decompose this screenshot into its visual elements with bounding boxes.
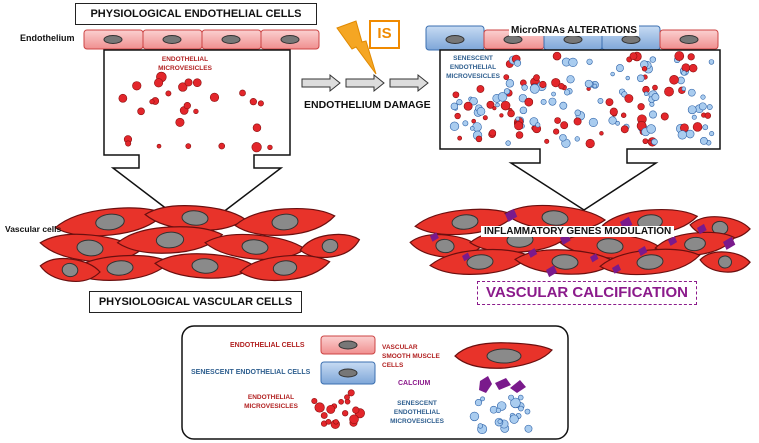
label-senescent-microvesicles: SENESCENT ENDOTHELIAL MICROVESICLES (446, 55, 500, 80)
label-microrna-alterations: MicroRNAs ALTERATIONS (509, 25, 639, 36)
damage-arrows (301, 73, 429, 93)
mixed-microvesicles-right (449, 51, 715, 149)
is-badge (369, 20, 400, 49)
legend-label-endothelial-cells: ENDOTHELIAL CELLS (230, 342, 305, 349)
physiological-vascular-cells (39, 205, 361, 282)
legend-label-calcium: CALCIUM (398, 380, 431, 387)
is-badge-text: IS (377, 25, 392, 42)
label-endothelium: Endothelium (20, 33, 75, 43)
calcified-vascular-cells (409, 204, 751, 276)
label-endothelium-damage: ENDOTHELIUM DAMAGE (304, 99, 431, 111)
lightning-bolt-icon (336, 20, 377, 75)
legend-label-senescent-mv: SENESCENT ENDOTHELIAL MICROVESICLES (390, 400, 444, 425)
legend-label-senescent-cells: SENESCENT ENDOTHELIAL CELLS (191, 369, 311, 376)
legend-label-vsmc: VASCULAR SMOOTH MUSCLE CELLS (382, 344, 440, 369)
left-endothelium-layer (83, 29, 320, 50)
label-endothelial-microvesicles: ENDOTHELIAL MICROVESICLES (158, 56, 212, 72)
legend-label-endothelial-mv: ENDOTHELIAL MICROVESICLES (244, 394, 298, 410)
left-vessel-arrow (103, 49, 291, 233)
legend-endothelial-mv-icon (311, 389, 365, 429)
label-vascular-calcification: VASCULAR CALCIFICATION (477, 281, 697, 305)
legend-calcium-icon (479, 376, 526, 393)
label-vascular-cells: Vascular cells (5, 224, 62, 234)
label-physiological-vascular-cells: PHYSIOLOGICAL VASCULAR CELLS (89, 291, 302, 313)
endothelial-microvesicles-left (118, 71, 273, 153)
legend-senescent-mv-icon (469, 394, 533, 435)
title-physiological-endothelial-cells: PHYSIOLOGICAL ENDOTHELIAL CELLS (75, 3, 317, 25)
label-inflammatory-genes-modulation: INFLAMMATORY GENES MODULATION (481, 226, 675, 237)
